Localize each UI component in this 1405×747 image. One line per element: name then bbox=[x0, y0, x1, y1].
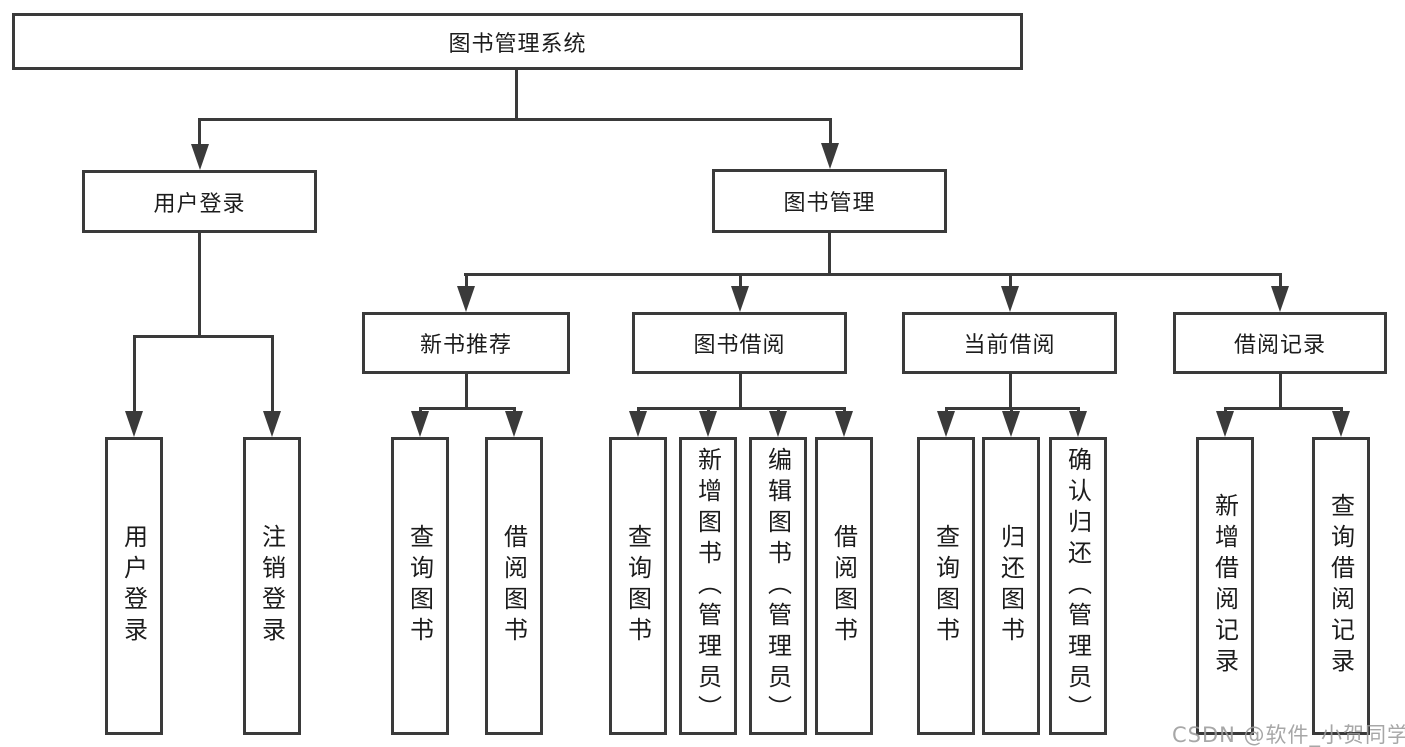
arrowhead-query-books-recommend bbox=[411, 411, 429, 437]
edge-records-stem bbox=[1279, 374, 1282, 407]
arrowhead-book-borrow bbox=[731, 286, 749, 312]
leaf-add-book-admin: 新增图书（管理员） bbox=[679, 437, 737, 735]
node-user-login: 用户登录 bbox=[82, 170, 317, 233]
edge-to-new-book-recommend bbox=[465, 273, 468, 289]
edge-to-leaf-logout bbox=[271, 335, 274, 413]
leaf-logout: 注销登录 bbox=[243, 437, 301, 735]
arrowhead-borrow-records bbox=[1271, 286, 1289, 312]
edge-borrow-stem bbox=[739, 374, 742, 407]
arrowhead-user-login bbox=[191, 144, 209, 170]
node-current-borrow: 当前借阅 bbox=[902, 312, 1117, 374]
node-library-management-system: 图书管理系统 bbox=[12, 13, 1023, 70]
leaf-confirm-return-admin: 确认归还（管理员） bbox=[1049, 437, 1107, 735]
node-book-management: 图书管理 bbox=[712, 169, 947, 233]
leaf-add-borrow-record: 新增借阅记录 bbox=[1196, 437, 1254, 735]
edge-to-leaf-user-login bbox=[133, 335, 136, 413]
arrowhead-leaf-user-login bbox=[125, 411, 143, 437]
leaf-user-login: 用户登录 bbox=[105, 437, 163, 735]
edge-root-stem bbox=[515, 70, 518, 118]
arrowhead-query-books-current bbox=[937, 411, 955, 437]
leaf-query-borrow-record: 查询借阅记录 bbox=[1312, 437, 1370, 735]
arrowhead-edit-book-admin bbox=[769, 411, 787, 437]
csdn-watermark: CSDN @软件_小贺同学 bbox=[1172, 723, 1405, 747]
arrowhead-leaf-logout bbox=[263, 411, 281, 437]
edge-records-bar bbox=[1224, 407, 1342, 410]
node-borrow-records: 借阅记录 bbox=[1173, 312, 1387, 374]
leaf-borrow-books-recommend: 借阅图书 bbox=[485, 437, 543, 735]
edge-recommend-bar bbox=[419, 407, 516, 410]
edge-book-management-bar bbox=[464, 273, 1282, 276]
arrowhead-new-book-recommend bbox=[457, 286, 475, 312]
arrowhead-add-borrow-record bbox=[1216, 411, 1234, 437]
edge-user-login-stem bbox=[198, 233, 201, 335]
edge-to-book-borrow bbox=[739, 273, 742, 289]
edge-to-current-borrow bbox=[1009, 273, 1012, 289]
arrowhead-book-management bbox=[821, 143, 839, 169]
leaf-edit-book-admin: 编辑图书（管理员） bbox=[749, 437, 807, 735]
arrowhead-add-book-admin bbox=[699, 411, 717, 437]
edge-root-bar bbox=[198, 118, 832, 121]
arrowhead-query-books-borrow bbox=[629, 411, 647, 437]
edge-to-user-login bbox=[198, 118, 201, 146]
leaf-query-books-borrow: 查询图书 bbox=[609, 437, 667, 735]
node-book-borrow: 图书借阅 bbox=[632, 312, 847, 374]
arrowhead-current-borrow bbox=[1001, 286, 1019, 312]
node-new-book-recommend: 新书推荐 bbox=[362, 312, 570, 374]
leaf-borrow-books: 借阅图书 bbox=[815, 437, 873, 735]
edge-borrow-bar bbox=[637, 407, 846, 410]
edge-book-management-stem bbox=[828, 233, 831, 273]
edge-to-borrow-records bbox=[1279, 273, 1282, 289]
leaf-query-books-current: 查询图书 bbox=[917, 437, 975, 735]
edge-to-book-management bbox=[829, 118, 832, 145]
arrowhead-query-borrow-record bbox=[1332, 411, 1350, 437]
edge-current-stem bbox=[1009, 374, 1012, 407]
leaf-return-book: 归还图书 bbox=[982, 437, 1040, 735]
edge-recommend-stem bbox=[465, 374, 468, 407]
arrowhead-return-book bbox=[1002, 411, 1020, 437]
arrowhead-borrow-books-recommend bbox=[505, 411, 523, 437]
arrowhead-confirm-return bbox=[1069, 411, 1087, 437]
arrowhead-borrow-books bbox=[835, 411, 853, 437]
leaf-query-books-recommend: 查询图书 bbox=[391, 437, 449, 735]
edge-user-login-bar bbox=[133, 335, 274, 338]
